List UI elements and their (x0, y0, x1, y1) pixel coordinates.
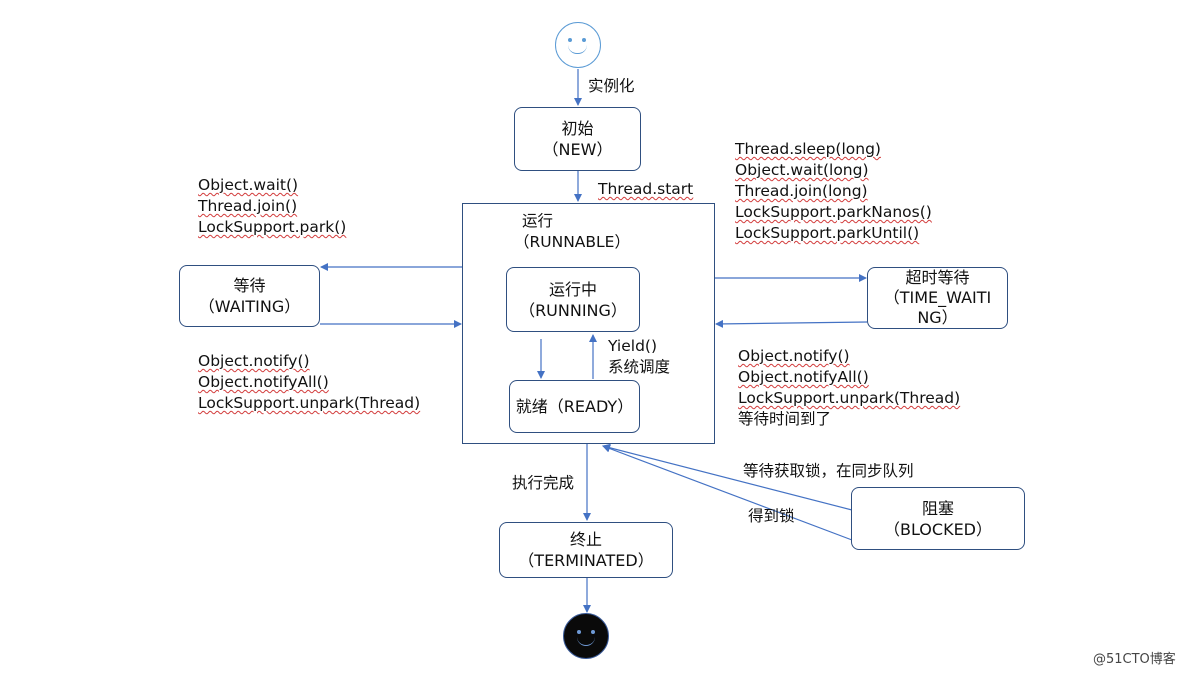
waiting-enter-method: LockSupport.park() (198, 218, 347, 236)
state-runnable-name: 运行 (522, 212, 554, 230)
waiting-exit-method: LockSupport.unpark(Thread) (198, 394, 421, 412)
state-ready: 就绪（READY） (509, 380, 640, 433)
state-timed-waiting: 超时等待 （TIME_WAITI NG） (867, 267, 1008, 329)
state-new-name: 初始 (561, 119, 594, 138)
state-terminated-name: 终止 (569, 530, 602, 549)
state-timed-waiting-code-2: NG） (917, 308, 958, 327)
state-new: 初始 （NEW） (514, 107, 641, 171)
state-runnable (462, 203, 715, 444)
state-waiting-code: （WAITING） (198, 297, 301, 316)
timed-enter-method: Thread.join(long) (735, 182, 868, 200)
thread-start-label: Thread.start (598, 180, 694, 198)
state-running-name: 运行中 (548, 279, 597, 299)
state-running-code: （RUNNING） (519, 300, 627, 320)
state-runnable-code: （RUNNABLE） (514, 233, 630, 251)
waiting-enter-method: Thread.join() (198, 197, 298, 215)
instantiate-label: 实例化 (588, 77, 635, 95)
state-blocked-name: 阻塞 (921, 498, 954, 518)
timed-enter-method: Object.wait(long) (735, 161, 869, 179)
state-ready-label: 就绪（READY） (515, 397, 634, 416)
finish-label: 执行完成 (512, 474, 575, 492)
state-waiting-name: 等待 (233, 276, 266, 295)
blocked-enter-label: 等待获取锁，在同步队列 (743, 462, 914, 480)
arrow-runnable-to-blocked (602, 444, 853, 541)
timed-exit-method: Object.notify() (738, 347, 850, 365)
start-smiley-icon (555, 22, 601, 68)
state-timed-waiting-name: 超时等待 (905, 268, 970, 287)
waiting-exit-method: Object.notifyAll() (198, 373, 329, 391)
timed-enter-method: Thread.sleep(long) (735, 140, 881, 158)
timed-exit-timeout: 等待时间到了 (738, 410, 832, 428)
state-blocked: 阻塞 （BLOCKED） (851, 487, 1025, 550)
state-blocked-code: （BLOCKED） (883, 519, 992, 539)
state-running: 运行中 （RUNNING） (506, 267, 640, 332)
waiting-enter-method: Object.wait() (198, 176, 299, 194)
state-terminated: 终止 （TERMINATED） (499, 522, 673, 578)
blocked-exit-label: 得到锁 (748, 507, 795, 525)
state-new-code: （NEW） (542, 140, 613, 159)
timed-enter-method: LockSupport.parkUntil() (735, 224, 920, 242)
state-terminated-code: （TERMINATED） (518, 551, 654, 570)
timed-enter-method: LockSupport.parkNanos() (735, 203, 932, 221)
state-waiting: 等待 （WAITING） (179, 265, 320, 327)
schedule-label: 系统调度 (608, 358, 671, 376)
arrow-blocked-to-runnable (602, 443, 853, 511)
end-smiley-icon (563, 613, 609, 659)
timed-exit-method: Object.notifyAll() (738, 368, 869, 386)
yield-label: Yield() (608, 337, 657, 355)
timed-exit-method: LockSupport.unpark(Thread) (738, 389, 961, 407)
watermark: @51CTO博客 (1093, 652, 1176, 667)
state-timed-waiting-code-1: （TIME_WAITI (883, 288, 992, 307)
waiting-exit-method: Object.notify() (198, 352, 310, 370)
arrow-timed-to-runnable (715, 319, 868, 328)
